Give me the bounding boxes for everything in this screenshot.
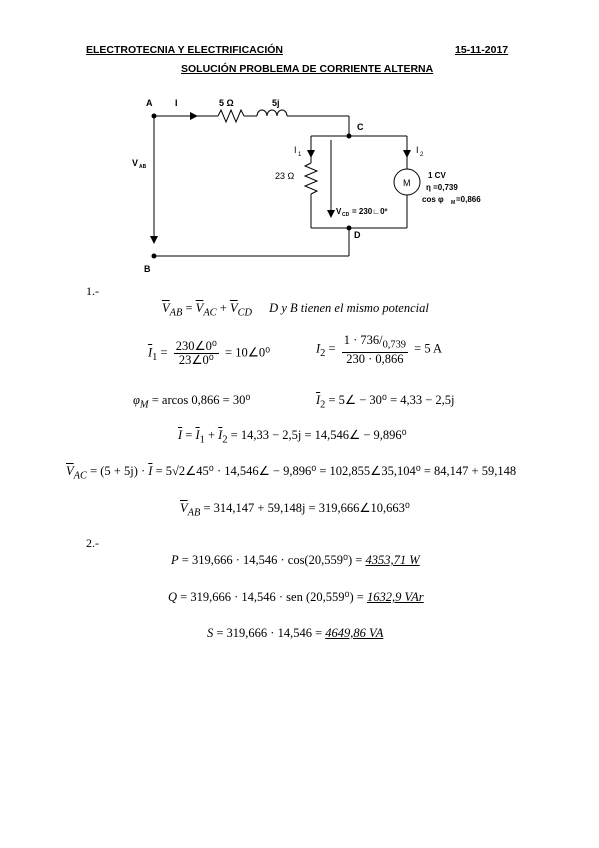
vcd-arrow xyxy=(327,210,335,218)
current-i2-arrow xyxy=(403,150,411,158)
vcd-sub: CD xyxy=(342,212,350,218)
eq-vab-result: VAB = 314,147 + 59,148j = 319,666∠10,663… xyxy=(180,501,410,519)
node-d-dot xyxy=(346,225,352,231)
series-resistor-label: 5 Ω xyxy=(219,98,234,108)
node-a-dot xyxy=(151,113,157,119)
motor-efficiency: η =0,739 xyxy=(426,183,458,192)
node-c-label: C xyxy=(357,122,364,132)
course-title: ELECTROTECNIA Y ELECTRIFICACIÓN xyxy=(86,44,283,56)
series-inductor xyxy=(256,109,288,117)
node-b-label: B xyxy=(144,264,151,274)
node-c-dot xyxy=(346,133,352,139)
document-date: 15-11-2017 xyxy=(455,44,509,56)
parallel-resistor-label: 23 Ω xyxy=(275,171,295,181)
vab-arrow xyxy=(150,236,158,244)
current-i1-arrow xyxy=(307,150,315,158)
motor-pf-sub: M xyxy=(451,200,455,206)
current-i-arrow xyxy=(190,112,198,120)
series-inductor-label: 5j xyxy=(272,98,280,108)
eq-vac: VAC = (5 + 5j) · I = 5√2∠45⁰ · 14,546∠ −… xyxy=(66,464,517,482)
vcd-label: V xyxy=(336,207,342,216)
parallel-resistor xyxy=(303,162,319,195)
node-d-label: D xyxy=(354,230,361,240)
vab-sub: AB xyxy=(139,164,147,170)
current-i1-label: I xyxy=(294,145,297,155)
node-b-dot xyxy=(151,253,157,259)
current-i-label: I xyxy=(175,98,178,108)
part1-label: 1.- xyxy=(86,284,99,298)
eq-reactive-power: Q = 319,666 · 14,546 · sen (20,559⁰) = 1… xyxy=(168,590,424,604)
eq-vab-sum: VAB = VAC + VCD D y B tienen el mismo po… xyxy=(162,301,429,319)
eq-apparent-power: S = 319,666 · 14,546 = 4649,86 VA xyxy=(207,626,384,640)
eq-i-total: I = I1 + I2 = 14,33 − 2,5j = 14,546∠ − 9… xyxy=(178,428,407,446)
eq-phi: φM = arcos 0,866 = 30⁰ xyxy=(133,393,251,411)
vcd-value: = 230∟0º xyxy=(352,207,388,216)
motor-pf-value: =0,866 xyxy=(456,195,481,204)
vab-label: V xyxy=(132,158,138,168)
current-i2-label: I xyxy=(416,145,419,155)
part2-label: 2.- xyxy=(86,536,99,550)
motor-pf-prefix: cos φ xyxy=(422,195,444,204)
motor-power: 1 CV xyxy=(428,171,446,180)
document-title: SOLUCIÓN PROBLEMA DE CORRIENTE ALTERNA xyxy=(181,63,434,75)
motor-letter: M xyxy=(403,178,411,188)
current-i1-sub: 1 xyxy=(298,152,302,158)
circuit-diagram: A I 5 Ω 5j C I 1 I 2 23 Ω V AB V CD = 23… xyxy=(132,98,481,274)
eq-active-power: P = 319,666 · 14,546 · cos(20,559⁰) = 43… xyxy=(171,553,420,567)
potential-note: D y B tienen el mismo potencial xyxy=(269,301,429,315)
eq-i2-complex: I2 = 5∠ − 30⁰ = 4,33 − 2,5j xyxy=(316,393,455,411)
current-i2-sub: 2 xyxy=(420,152,424,158)
node-a-label: A xyxy=(146,98,153,108)
series-resistor xyxy=(217,108,245,124)
